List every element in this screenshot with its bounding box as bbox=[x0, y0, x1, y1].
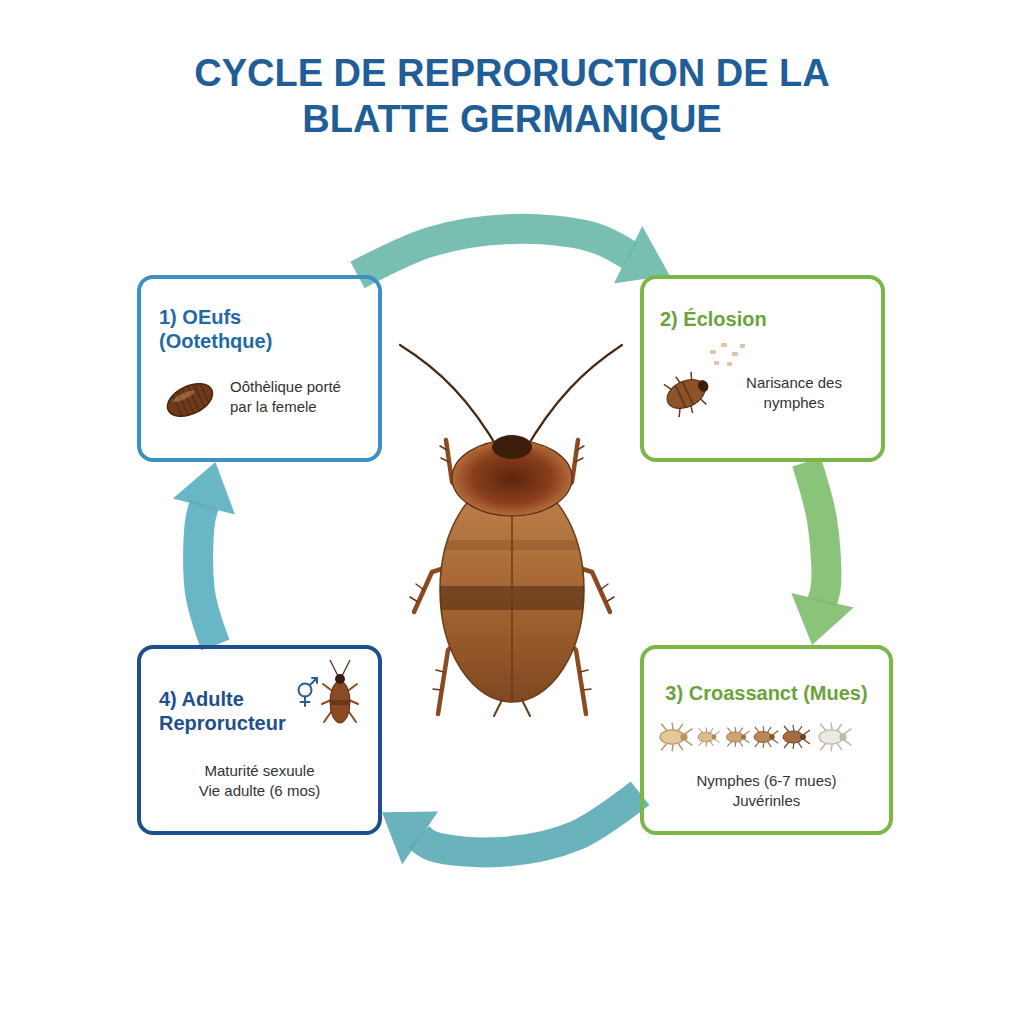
stage-box: 2) ÉclosionNarisance des nymphes bbox=[640, 275, 885, 462]
hatching-icon-part-part bbox=[732, 352, 738, 356]
cycle-arrow bbox=[791, 462, 853, 645]
adult-icon-part bbox=[330, 681, 350, 723]
cercus bbox=[494, 700, 530, 716]
cycle-arrow bbox=[173, 462, 235, 645]
hatching-icon-part-part bbox=[662, 374, 709, 414]
head bbox=[492, 435, 532, 459]
nymph-icon bbox=[698, 727, 720, 746]
adult-icon bbox=[322, 660, 358, 723]
hatching-icon-part-part bbox=[721, 343, 727, 347]
cycle-arrow bbox=[358, 226, 670, 283]
sex-symbol bbox=[299, 678, 318, 706]
arrow-shaft bbox=[358, 229, 630, 275]
hatching-icon-part-part bbox=[675, 381, 693, 408]
ootheca-icon-part bbox=[171, 381, 210, 419]
cockroach-illustration bbox=[400, 345, 622, 716]
adult-icon-part bbox=[335, 674, 345, 684]
antenna-part bbox=[524, 345, 622, 452]
nymph-icon-part bbox=[800, 734, 806, 740]
sex-symbol-part bbox=[310, 678, 317, 685]
ootheca-icon-part bbox=[172, 388, 196, 404]
wing-band-part bbox=[430, 586, 600, 610]
hatching-icon-part bbox=[710, 343, 745, 366]
stage-description: Narisance des nymphes bbox=[735, 373, 853, 413]
stage-box: 4) Adulte ReproructeurMaturité sexuule V… bbox=[137, 645, 382, 835]
stage-box: 1) OEufs (Ootethque) Oôthèlique porté par… bbox=[137, 275, 382, 462]
nymph-icon-part bbox=[754, 732, 772, 743]
arrowhead bbox=[382, 811, 438, 864]
nymph-icon-part bbox=[741, 734, 746, 739]
antenna-part bbox=[400, 345, 500, 452]
nymph-icon-part bbox=[698, 732, 714, 742]
hatching-icon-part-part bbox=[727, 362, 732, 366]
nymph-icon-part bbox=[755, 726, 778, 748]
hatching-icon-part-part bbox=[710, 350, 716, 354]
adult-icon-part bbox=[330, 660, 350, 676]
adult-icon-part bbox=[331, 700, 349, 705]
stage-description: Oôthèlique porté par la femele bbox=[230, 377, 360, 417]
nymph-icon bbox=[754, 726, 778, 748]
hatching-icon-part-part bbox=[740, 344, 745, 348]
nymph-icon-part bbox=[712, 735, 717, 740]
nymph-icon-part bbox=[769, 734, 774, 739]
arrowhead bbox=[173, 462, 235, 515]
stage-description: Nymphes (6-7 mues) Juvérinles bbox=[689, 771, 844, 811]
nymph-icon-part bbox=[699, 727, 720, 746]
wing-seam bbox=[511, 505, 513, 700]
leg bbox=[414, 440, 610, 714]
hatching-icon bbox=[659, 343, 745, 421]
nymph-icon-part bbox=[839, 733, 846, 740]
wing-band-part bbox=[430, 540, 600, 550]
hatching-icon-part bbox=[659, 366, 716, 421]
title-area: CYCLE DE REPRORUCTION DE LA BLATTE GERMA… bbox=[0, 50, 1024, 142]
arrow-shaft bbox=[807, 462, 827, 602]
stage-box: 3) Croassanct (Mues) Nymphes (6-7 mues) J… bbox=[640, 645, 893, 835]
stage-heading: 2) Éclosion bbox=[660, 307, 860, 331]
hatching-icon-part-part bbox=[696, 378, 710, 393]
nymph-icon-part bbox=[680, 733, 687, 740]
ootheca-icon-part bbox=[162, 377, 217, 423]
ootheca-icon bbox=[162, 377, 217, 423]
nymph-icon bbox=[727, 727, 750, 747]
cycle-arrow bbox=[382, 793, 640, 864]
stage-heading: 3) Croassanct (Mues) bbox=[648, 681, 885, 705]
arrowhead bbox=[791, 593, 853, 645]
diagram-title: CYCLE DE REPRORUCTION DE LA BLATTE GERMA… bbox=[122, 50, 902, 142]
stage-heading: 4) Adulte Reproructeur bbox=[159, 687, 299, 735]
stage-heading: 1) OEufs (Ootethque) bbox=[159, 305, 309, 353]
sex-symbol-part bbox=[301, 697, 310, 707]
nymph-icon-part bbox=[784, 725, 810, 749]
nymph-icon bbox=[660, 723, 692, 752]
hatching-icon-part-part bbox=[714, 361, 719, 365]
arrow-shaft bbox=[418, 793, 640, 852]
stage-description: Maturité sexuule Vie adulte (6 mos) bbox=[196, 761, 324, 801]
nymph-icon bbox=[819, 723, 851, 752]
nymph-icon-part bbox=[727, 727, 749, 747]
nymph-icons bbox=[660, 723, 851, 752]
arrow-shaft bbox=[198, 505, 215, 645]
nymph-icon bbox=[783, 725, 810, 749]
wing-band bbox=[430, 540, 600, 610]
